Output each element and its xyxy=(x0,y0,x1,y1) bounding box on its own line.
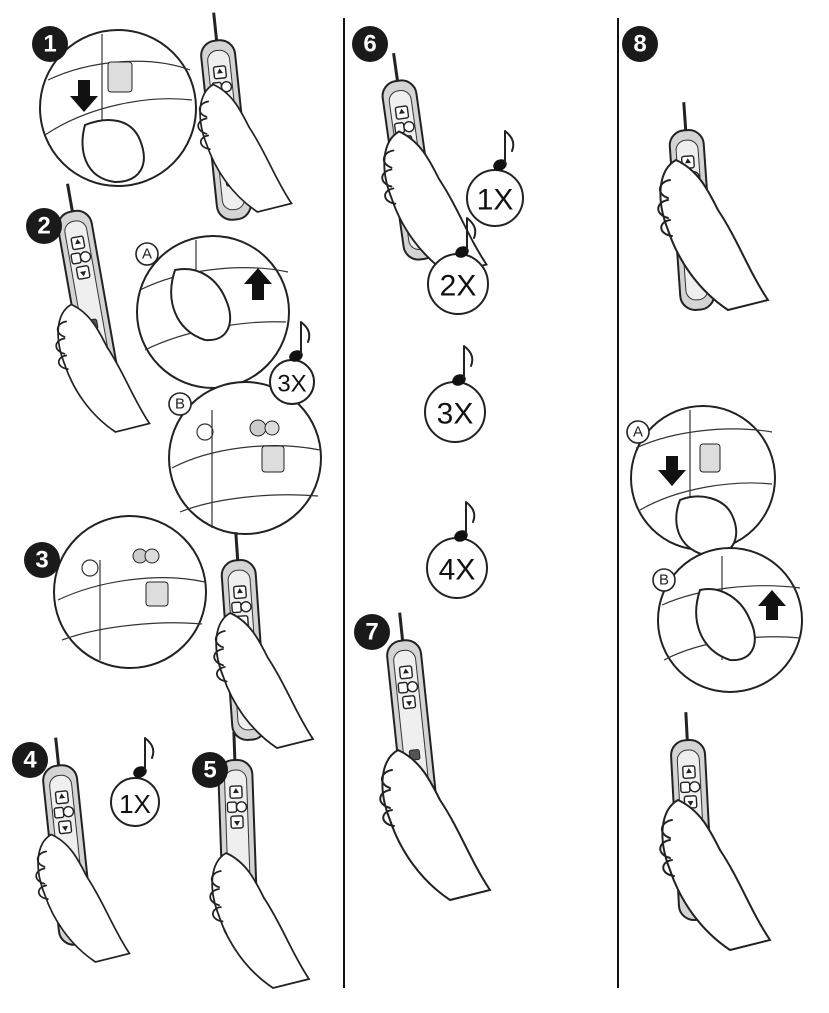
label-a: A xyxy=(633,424,643,441)
step-3-badge xyxy=(24,542,60,578)
beep-count-badge xyxy=(110,777,160,827)
step-3-number: 3 xyxy=(35,547,48,574)
music-note-icon xyxy=(490,130,515,174)
beep-count-step6-3: 3X xyxy=(437,398,474,431)
step-8-badge xyxy=(622,26,658,62)
arrow-up-icon xyxy=(244,268,272,300)
label-a: A xyxy=(142,246,152,263)
beep-count-badge xyxy=(466,169,524,227)
step-6-badge xyxy=(352,26,388,62)
beep-count-step6-1: 1X xyxy=(477,184,514,217)
step-2-panel: A B 3X 2 xyxy=(26,179,322,535)
step-5-number: 5 xyxy=(203,757,216,784)
step-4-badge xyxy=(12,742,48,778)
label-b: B xyxy=(659,572,669,589)
music-note-icon xyxy=(451,501,476,545)
step-5-panel: 5 xyxy=(192,729,310,989)
step-4-number: 4 xyxy=(23,747,37,774)
music-note-icon xyxy=(286,321,311,365)
step-7-number: 7 xyxy=(365,619,378,646)
music-note-icon xyxy=(130,737,155,781)
step-3-panel: 3 xyxy=(24,515,314,749)
music-note-icon xyxy=(449,345,474,389)
step-8-panel: A B 8 xyxy=(622,26,803,951)
step-2-number: 2 xyxy=(37,213,50,240)
step-1-panel: 1 xyxy=(32,9,293,223)
label-b: B xyxy=(175,396,185,413)
step-6-panel: 1X 2X 3X 4X 6 xyxy=(352,26,524,599)
step-6-number: 6 xyxy=(363,31,376,58)
step-8-number: 8 xyxy=(633,31,646,58)
step-5-badge xyxy=(192,752,228,788)
arrow-down-icon xyxy=(658,456,686,486)
arrow-up-icon xyxy=(758,590,786,620)
beep-count-step2: 3X xyxy=(277,371,306,398)
detail-circle-b xyxy=(168,381,322,535)
beep-count-step6-4: 4X xyxy=(439,554,476,587)
arrow-down-icon xyxy=(70,80,98,112)
step-2-badge xyxy=(26,208,62,244)
step-7-badge xyxy=(354,614,390,650)
beep-count-step6-2: 2X xyxy=(440,270,477,303)
step-4-panel: 1X 4 xyxy=(12,734,160,963)
step-1-number: 1 xyxy=(43,31,56,58)
beep-count-step4: 1X xyxy=(119,789,151,819)
step-7-panel: 7 xyxy=(354,609,491,901)
detail-circle-panel xyxy=(53,515,207,669)
step-1-badge xyxy=(32,26,68,62)
